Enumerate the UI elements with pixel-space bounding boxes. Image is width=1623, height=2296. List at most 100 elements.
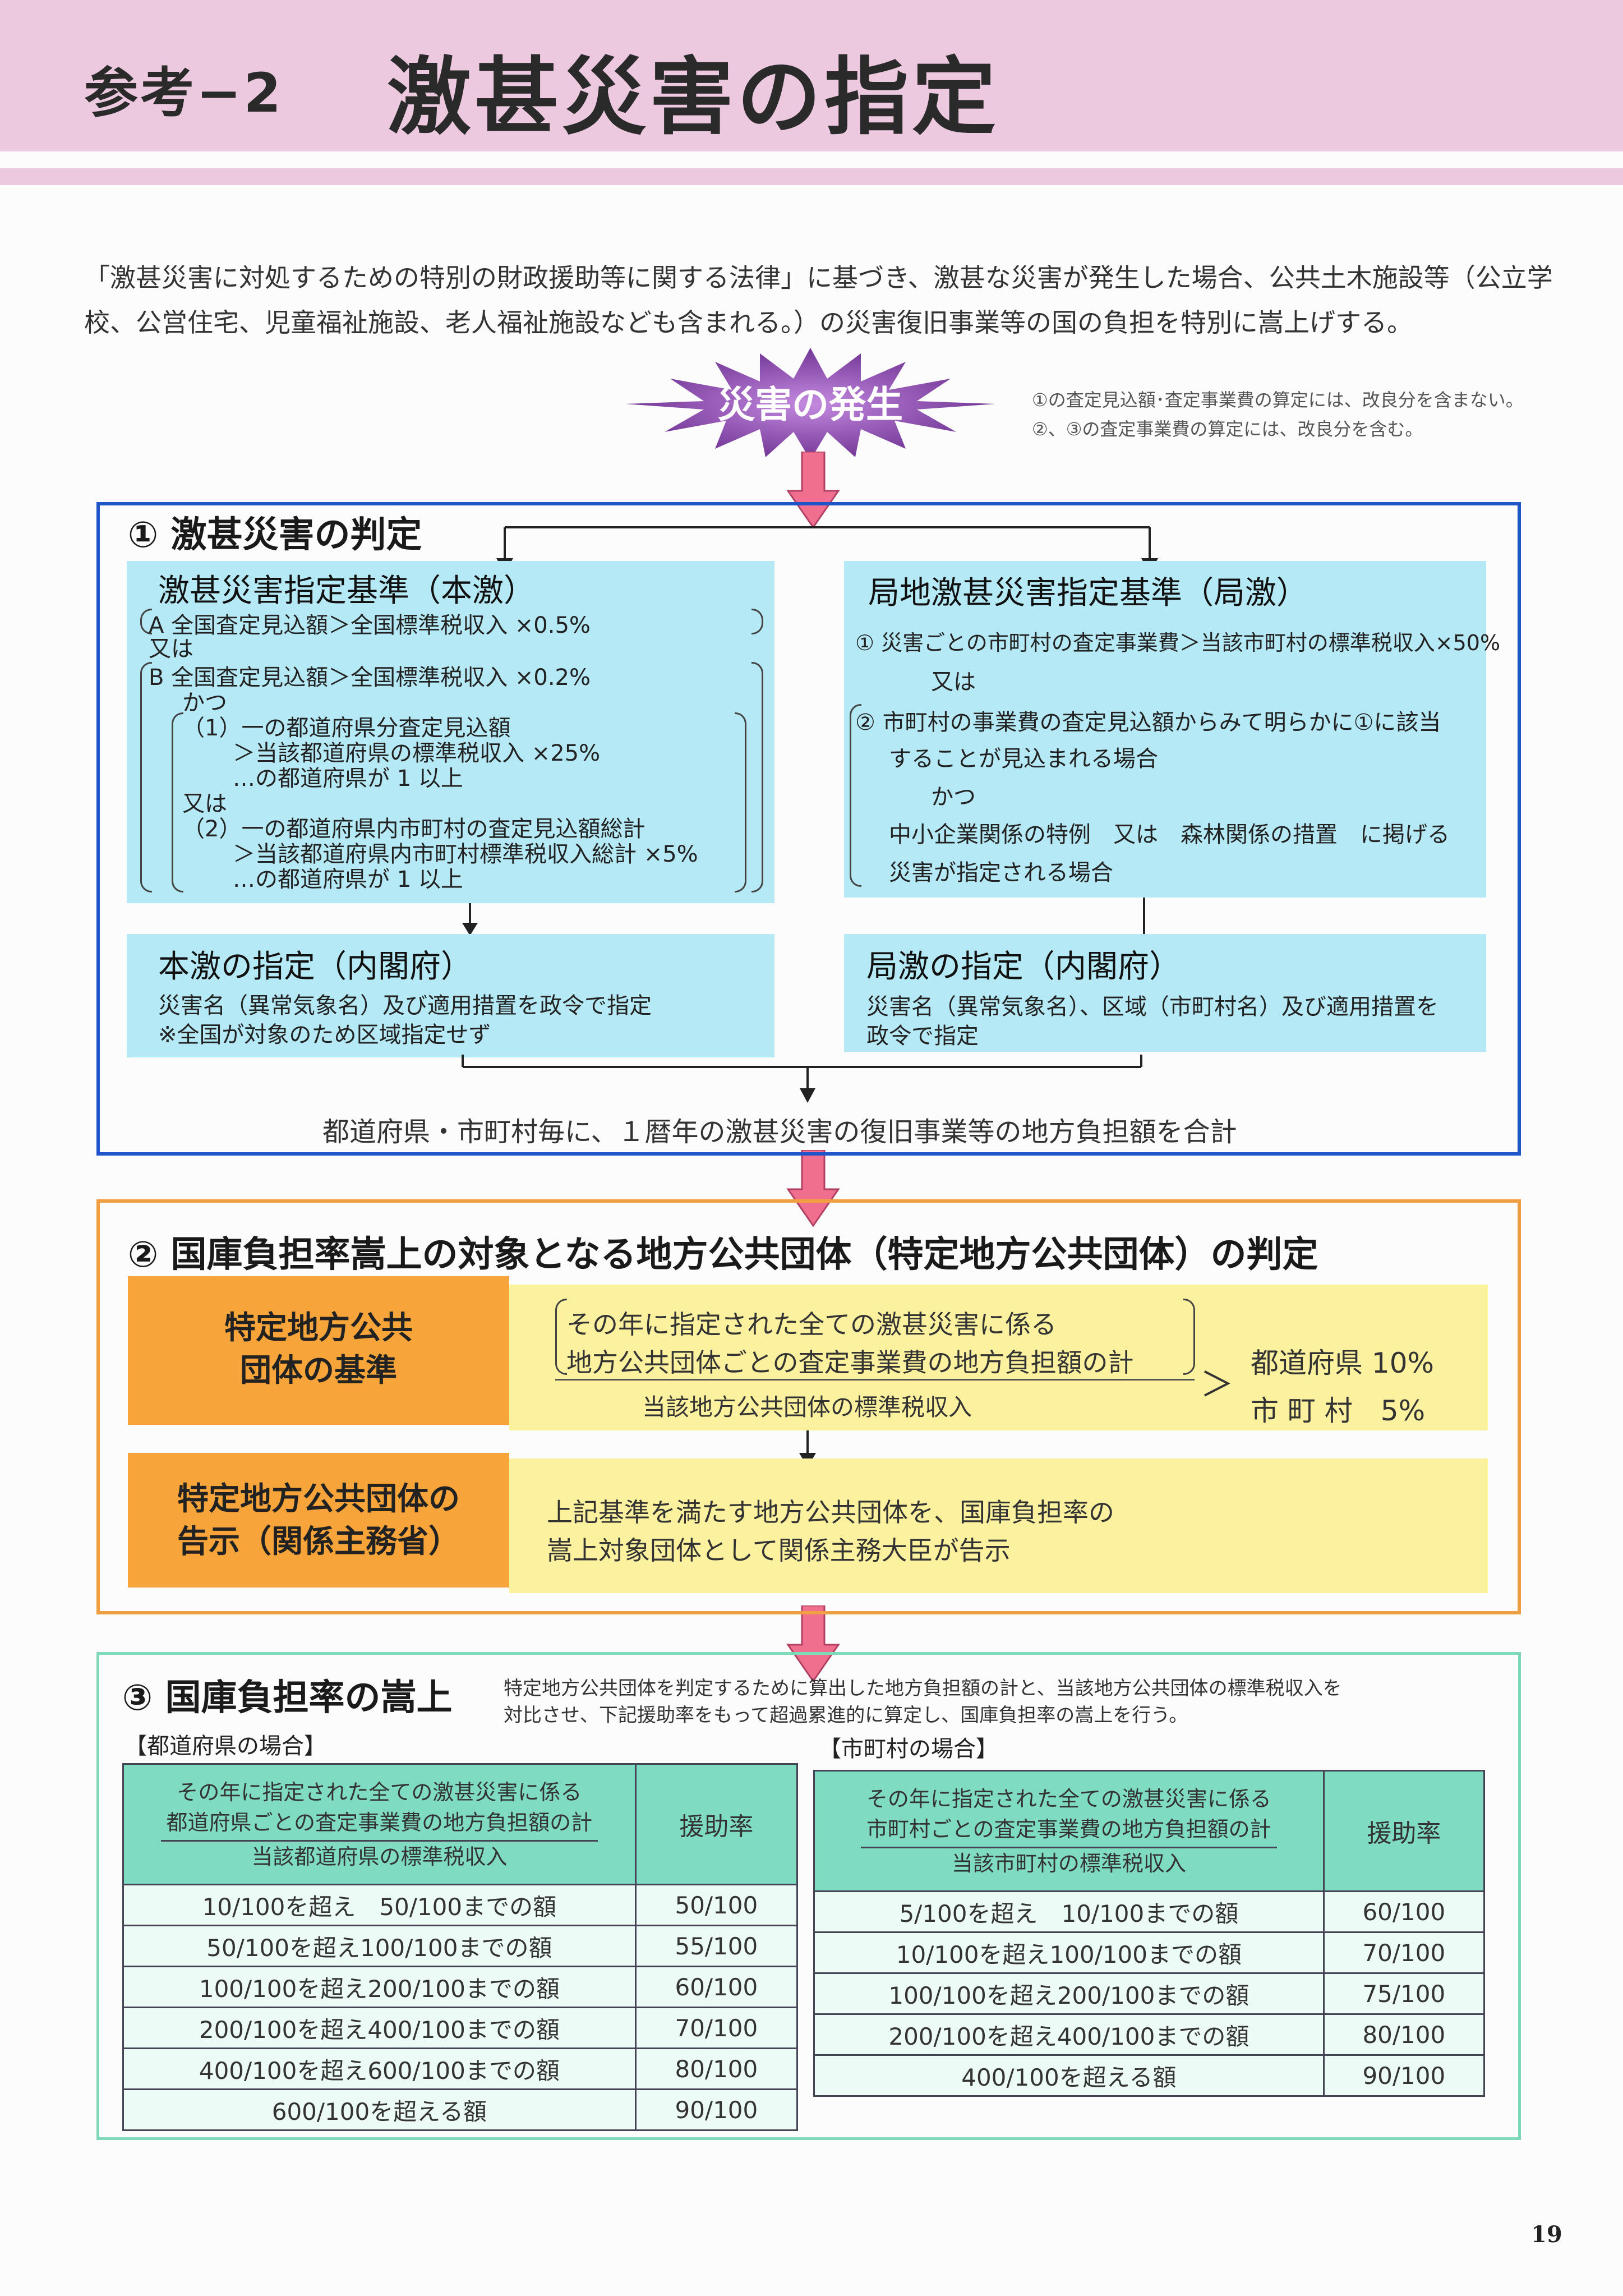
range-cell: 100/100を超え200/100までの額 <box>813 1972 1325 2015</box>
ratio-numerator-line-1: その年に指定された全ての激甚災害に係る <box>177 1779 582 1805</box>
notice-text-panel <box>509 1458 1488 1593</box>
note-1: ①の査定見込額･査定事業費の算定には、改良分を含まない。 <box>1032 389 1524 411</box>
notice-label-line-2: 告示（関係主務省） <box>177 1524 460 1560</box>
honjin-line-or: 又は <box>149 636 193 662</box>
section-2-box <box>96 1199 1521 1614</box>
bracket <box>172 712 183 892</box>
honjin-line-2: （2）一の都道府県内市町村の査定見込額総計 <box>182 816 645 842</box>
page-number: 19 <box>1531 2221 1562 2248</box>
bracket <box>735 712 746 892</box>
rate-cell: 70/100 <box>634 2007 799 2049</box>
range-cell: 10/100を超え 50/100までの額 <box>122 1884 637 1926</box>
bracket <box>1183 1299 1195 1375</box>
down-arrow-icon <box>786 1150 840 1227</box>
range-cell: 100/100を超え200/100までの額 <box>122 1966 637 2008</box>
range-cell: 50/100を超え100/100までの額 <box>122 1925 637 1967</box>
criteria-label-line-1: 特定地方公共 <box>224 1310 413 1346</box>
kyokujin-criteria-title: 局地激甚災害指定基準（局激） <box>868 575 1308 611</box>
honjin-designation-panel <box>127 934 774 1057</box>
ratio-numerator-line-2: 市町村ごとの査定事業費の地方負担額の計 <box>866 1816 1271 1842</box>
kyokujin-line-1: ① 災害ごとの市町村の査定事業費＞当該市町村の標準税収入×50% <box>855 631 1501 655</box>
kyokujin-line-2: ② 市町村の事業費の査定見込額からみて明らかに①に該当 <box>855 710 1441 735</box>
note-2: ②、③の査定事業費の算定には、改良分を含む。 <box>1032 418 1423 440</box>
kyokujin-line-3b: 災害が指定される場合 <box>889 860 1113 886</box>
bracket <box>555 1299 567 1375</box>
honjin-line-or2: 又は <box>182 791 227 817</box>
notice-label-line-1: 特定地方公共団体の <box>177 1481 460 1517</box>
threshold-municipality: 市 町 村 5% <box>1251 1395 1426 1427</box>
ratio-numerator: その年に指定された全ての激甚災害に係る 都道府県ごとの査定事業費の地方負担額の計 <box>160 1777 598 1842</box>
range-cell: 10/100を超え100/100までの額 <box>813 1931 1325 1974</box>
range-cell: 600/100を超える額 <box>122 2088 637 2131</box>
kyokujin-designation-line-2: 政令で指定 <box>866 1023 979 1049</box>
range-cell: 200/100を超え400/100までの額 <box>122 2007 637 2049</box>
honjin-criteria-title: 激甚災害指定基準（本激） <box>158 573 535 609</box>
notice-text-line-2: 嵩上対象団体として関係主務大臣が告示 <box>547 1535 1011 1566</box>
kyokujin-criteria-panel <box>844 561 1486 898</box>
range-cell: 5/100を超え 10/100までの額 <box>813 1890 1325 1933</box>
honjin-designation-line-2: ※全国が対象のため区域指定せず <box>158 1022 491 1048</box>
honjin-line-b: B 全国査定見込額＞全国標準税収入 ×0.2% <box>149 665 591 691</box>
disaster-occurrence-label: 災害の発生 <box>718 383 903 426</box>
down-arrow-icon <box>462 903 478 936</box>
section-3-description-line-1: 特定地方公共団体を判定するために算出した地方負担額の計と、当該地方公共団体の標準… <box>504 1677 1342 1700</box>
section-1-title: ① 激甚災害の判定 <box>128 514 422 556</box>
criteria-formula-panel <box>509 1285 1488 1430</box>
connector-line <box>1143 898 1145 937</box>
rate-header-cell: 援助率 <box>1322 1770 1486 1892</box>
criteria-numerator-line-2: 地方公共団体ごとの査定事業費の地方負担額の計 <box>566 1347 1134 1378</box>
section-1-box <box>96 502 1521 1156</box>
ratio-denominator: 当該市町村の標準税収入 <box>951 1851 1186 1876</box>
prefecture-caption: 【都道府県の場合】 <box>125 1733 326 1759</box>
honjin-line-2b: ＞当該都道府県内市町村標準税収入総計 ×5% <box>233 841 698 867</box>
range-cell: 200/100を超え400/100までの額 <box>813 2013 1325 2056</box>
municipality-rate-table: その年に指定された全ての激甚災害に係る 市町村ごとの査定事業費の地方負担額の計 … <box>813 1770 1486 2097</box>
bracket <box>850 704 861 887</box>
range-cell: 400/100を超え600/100までの額 <box>122 2047 637 2090</box>
kyokujin-line-and: かつ <box>931 784 976 810</box>
ratio-header-cell: その年に指定された全ての激甚災害に係る 市町村ごとの査定事業費の地方負担額の計 … <box>813 1770 1325 1892</box>
section-3-description-line-2: 対比させ、下記援助率をもって超過累進的に算定し、国庫負担率の嵩上を行う。 <box>504 1704 1188 1727</box>
kyokujin-designation-title: 局激の指定（内閣府） <box>866 949 1181 985</box>
criteria-label-panel <box>128 1276 509 1425</box>
notice-text-line-1: 上記基準を満たす地方公共団体を、国庫負担率の <box>547 1497 1114 1527</box>
ratio-numerator-line-2: 都道府県ごとの査定事業費の地方負担額の計 <box>166 1810 593 1835</box>
table-header-row: その年に指定された全ての激甚災害に係る 都道府県ごとの査定事業費の地方負担額の計… <box>122 1763 799 1885</box>
down-arrow-icon <box>786 452 840 529</box>
range-cell: 400/100を超える額 <box>813 2054 1325 2097</box>
starburst-icon <box>625 348 995 460</box>
criteria-label-line-2: 団体の基準 <box>240 1352 397 1389</box>
rate-cell: 80/100 <box>1322 2013 1486 2056</box>
table-header-row: その年に指定された全ての激甚災害に係る 市町村ごとの査定事業費の地方負担額の計 … <box>813 1770 1486 1892</box>
ratio-header-cell: その年に指定された全ての激甚災害に係る 都道府県ごとの査定事業費の地方負担額の計… <box>122 1763 637 1885</box>
greater-than-sign: ＞ <box>1200 1365 1234 1405</box>
rate-cell: 60/100 <box>634 1966 799 2008</box>
rate-cell: 90/100 <box>634 2088 799 2131</box>
honjin-designation-title: 本激の指定（内閣府） <box>158 949 472 985</box>
honjin-line-and: かつ <box>182 690 227 716</box>
rate-cell: 75/100 <box>1322 1972 1486 2015</box>
kyokujin-designation-panel <box>844 934 1486 1052</box>
merge-connector <box>462 1055 1142 1103</box>
section-1-summary: 都道府県・市町村毎に、１暦年の激甚災害の復旧事業等の地方負担額を合計 <box>322 1116 1237 1148</box>
honjin-line-1b: ＞当該都道府県の標準税収入 ×25% <box>233 740 601 766</box>
bracket <box>140 662 152 892</box>
municipality-caption: 【市町村の場合】 <box>819 1736 998 1762</box>
criteria-denominator: 当該地方公共団体の標準税収入 <box>642 1393 972 1421</box>
rate-cell: 90/100 <box>1322 2054 1486 2097</box>
ratio-denominator: 当該都道府県の標準税収入 <box>251 1844 508 1869</box>
ratio-numerator-line-1: その年に指定された全ての激甚災害に係る <box>866 1786 1271 1811</box>
notice-label-panel <box>128 1453 509 1588</box>
section-2-title: ② 国庫負担率嵩上の対象となる地方公共団体（特定地方公共団体）の判定 <box>128 1234 1318 1276</box>
rate-cell: 80/100 <box>634 2047 799 2090</box>
